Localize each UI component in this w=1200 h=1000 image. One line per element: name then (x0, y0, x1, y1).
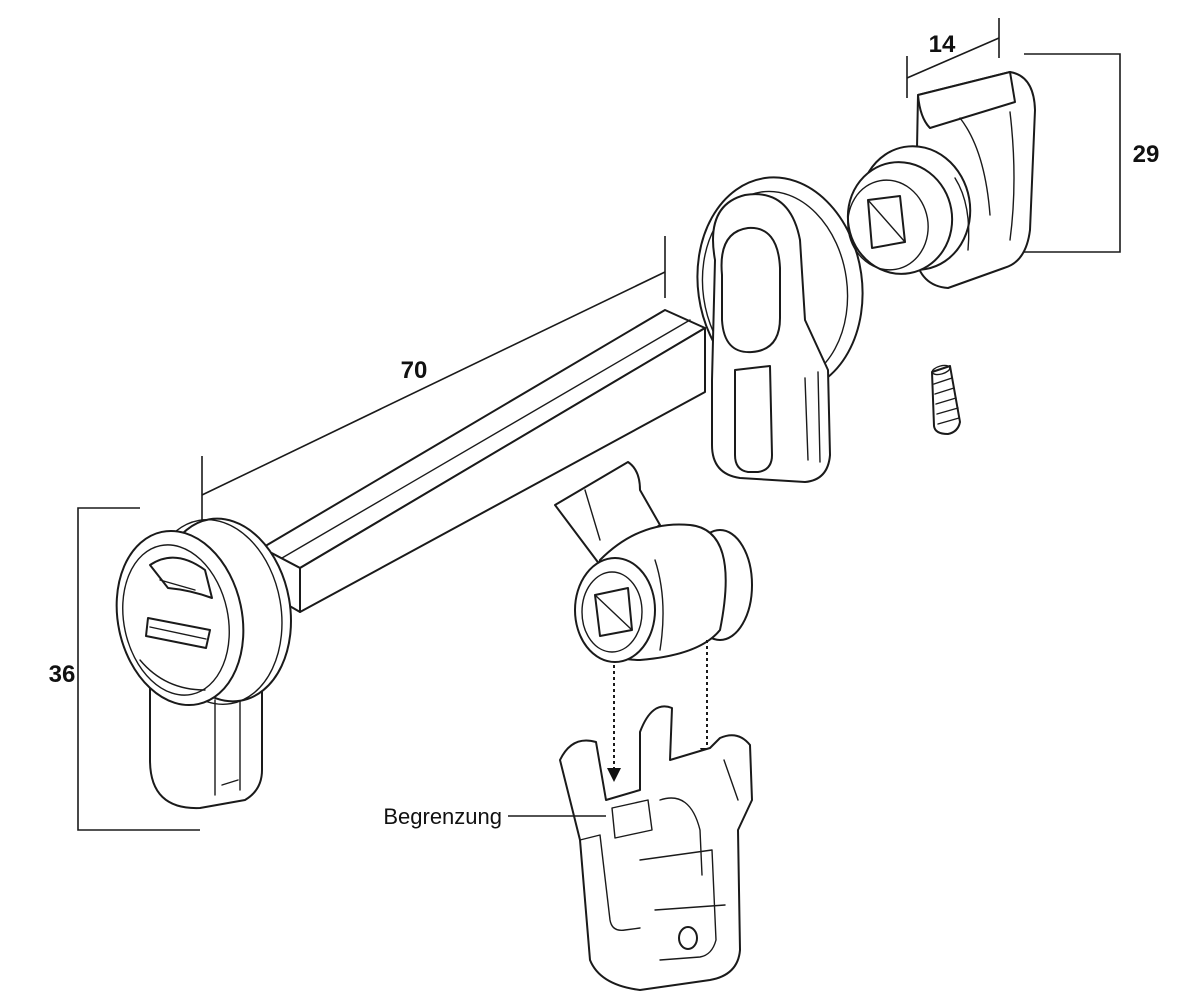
limiter-bracket (559, 705, 753, 991)
dimension-36 (77, 507, 200, 831)
escutcheon-rosette (696, 176, 864, 483)
dimension-label-36: 36 (49, 661, 76, 688)
thumb-turn-knob (846, 71, 1036, 289)
dimension-14 (906, 18, 1000, 98)
set-screw (931, 364, 961, 435)
stop-label: Begrenzung (383, 804, 502, 829)
dimension-label-70: 70 (401, 357, 428, 384)
dimension-29 (1024, 53, 1121, 253)
dimension-label-14: 14 (929, 31, 956, 58)
dimension-70 (201, 236, 666, 520)
cylinder-half (115, 517, 292, 810)
cam-driver (554, 461, 753, 663)
dimension-label-29: 29 (1133, 141, 1160, 168)
